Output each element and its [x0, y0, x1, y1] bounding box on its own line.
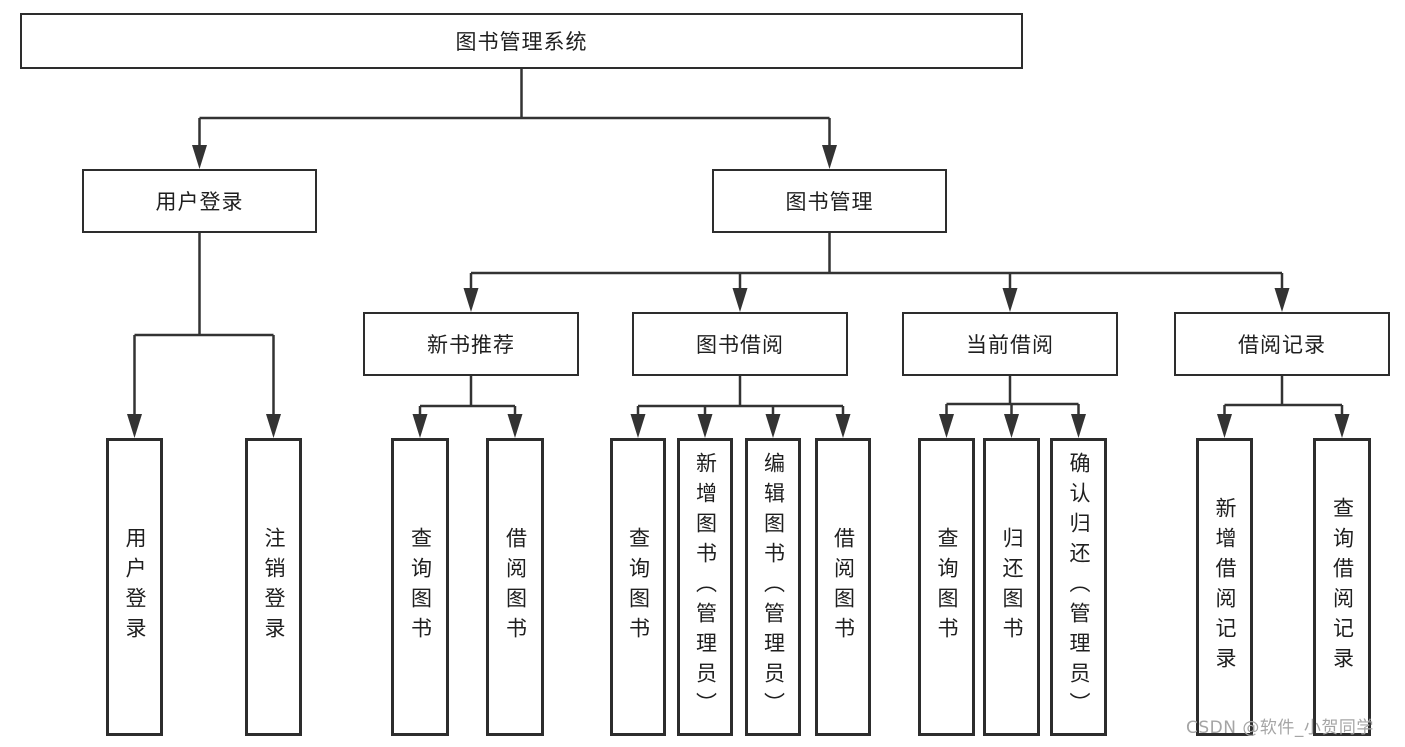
connector-user-login-to-leaves [127, 233, 281, 438]
arrowhead-to-new-book-recommendation [463, 288, 479, 312]
node-borrowing-records-label: 借阅记录 [1238, 333, 1326, 357]
leaf-nbr-query-books-label: 查询图书 [408, 527, 433, 647]
arrowhead-to-book-management [822, 145, 837, 169]
leaf-nbr-query-books: 查询图书 [391, 438, 449, 736]
connector-root-to-level2 [192, 69, 837, 169]
leaf-logout-label: 注销登录 [262, 527, 286, 647]
connector-new-book-recommendation-to-leaves [412, 376, 523, 438]
arrowhead-to-current-borrowing [1002, 288, 1018, 312]
connector-book-borrowing-to-leaves [630, 376, 851, 438]
arrowhead-to-book-borrowing [732, 288, 748, 312]
arrowhead-to-user-login [192, 145, 207, 169]
leaf-br-add-record-label: 新增借阅记录 [1213, 497, 1237, 677]
node-new-book-recommendation-label: 新书推荐 [427, 333, 515, 357]
arrowhead-to-leaf-bb-add [697, 414, 713, 438]
arrowhead-to-leaf-br-add [1217, 414, 1232, 438]
leaf-nbr-borrow-books: 借阅图书 [486, 438, 544, 736]
leaf-bb-edit-books: 编辑图书（管理员） [745, 438, 801, 736]
leaf-bb-query-books-label: 查询图书 [626, 527, 651, 647]
node-borrowing-records: 借阅记录 [1174, 312, 1390, 376]
leaf-user-login: 用户登录 [106, 438, 163, 736]
leaf-bb-edit-books-label: 编辑图书（管理员） [761, 452, 786, 722]
leaf-bb-add-books: 新增图书（管理员） [677, 438, 733, 736]
connector-book-management-to-level3 [463, 233, 1290, 312]
node-book-borrowing: 图书借阅 [632, 312, 848, 376]
arrowhead-to-leaf-nbr-query [412, 414, 428, 438]
node-user-login-label: 用户登录 [155, 190, 244, 214]
leaf-bb-add-books-label: 新增图书（管理员） [693, 452, 718, 722]
arrowhead-to-leaf-user-login [127, 414, 142, 438]
leaf-cb-confirm-return-label: 确认归还（管理员） [1067, 452, 1091, 722]
arrowhead-to-leaf-cb-return [1004, 414, 1019, 438]
leaf-cb-confirm-return: 确认归还（管理员） [1050, 438, 1107, 736]
arrowhead-to-leaf-cb-query [939, 414, 954, 438]
leaf-bb-borrow-books-label: 借阅图书 [831, 527, 856, 647]
leaf-nbr-borrow-books-label: 借阅图书 [503, 527, 528, 647]
arrowhead-to-leaf-nbr-borrow [507, 414, 523, 438]
connector-current-borrowing-to-leaves [939, 376, 1086, 438]
node-root-label: 图书管理系统 [455, 30, 588, 54]
node-book-borrowing-label: 图书借阅 [696, 333, 784, 357]
leaf-cb-return-books-label: 归还图书 [1000, 527, 1024, 647]
leaf-cb-query-books-label: 查询图书 [935, 527, 959, 647]
node-current-borrowing-label: 当前借阅 [966, 333, 1054, 357]
node-user-login: 用户登录 [82, 169, 317, 233]
leaf-bb-borrow-books: 借阅图书 [815, 438, 871, 736]
leaf-bb-query-books: 查询图书 [610, 438, 666, 736]
arrowhead-to-leaf-bb-edit [765, 414, 781, 438]
node-book-management: 图书管理 [712, 169, 947, 233]
connector-borrowing-records-to-leaves [1217, 376, 1350, 438]
leaf-logout: 注销登录 [245, 438, 302, 736]
leaf-br-query-record-label: 查询借阅记录 [1330, 497, 1355, 677]
leaf-br-query-record: 查询借阅记录 [1313, 438, 1371, 736]
node-current-borrowing: 当前借阅 [902, 312, 1118, 376]
node-book-management-label: 图书管理 [785, 190, 874, 214]
node-root: 图书管理系统 [20, 13, 1023, 69]
node-new-book-recommendation: 新书推荐 [363, 312, 579, 376]
leaf-user-login-label: 用户登录 [123, 527, 147, 647]
arrowhead-to-leaf-cb-confirm [1071, 414, 1086, 438]
leaf-cb-return-books: 归还图书 [983, 438, 1040, 736]
arrowhead-to-leaf-bb-query [630, 414, 646, 438]
csdn-watermark: CSDN @软件_小贺同学 [1186, 718, 1374, 738]
arrowhead-to-borrowing-records [1274, 288, 1290, 312]
leaf-cb-query-books: 查询图书 [918, 438, 975, 736]
leaf-br-add-record: 新增借阅记录 [1196, 438, 1253, 736]
arrowhead-to-leaf-bb-borrow [835, 414, 851, 438]
arrowhead-to-leaf-br-query [1334, 414, 1350, 438]
arrowhead-to-leaf-logout [266, 414, 281, 438]
